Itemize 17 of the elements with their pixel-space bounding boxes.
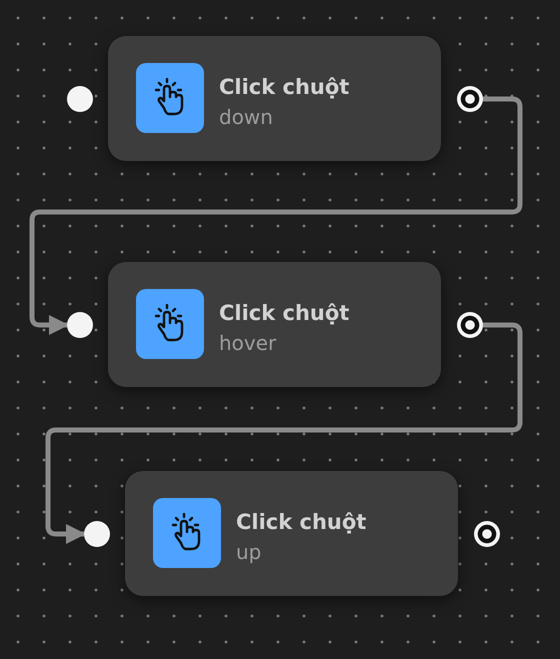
output-port (457, 312, 483, 338)
node-title: Click chuột (219, 74, 350, 100)
node-subtitle: down (219, 104, 273, 130)
input-port (67, 86, 93, 112)
node-title: Click chuột (236, 509, 366, 535)
connector (46, 322, 522, 544)
connector (30, 96, 522, 335)
output-port (474, 521, 500, 547)
node-subtitle: hover (219, 330, 276, 356)
output-port (457, 86, 483, 112)
node-card (108, 262, 441, 387)
node-subtitle: up (236, 539, 262, 565)
node-card (125, 471, 458, 596)
input-port (84, 521, 110, 547)
node-card (108, 36, 441, 161)
node-title: Click chuột (219, 300, 350, 326)
input-port (67, 312, 93, 338)
